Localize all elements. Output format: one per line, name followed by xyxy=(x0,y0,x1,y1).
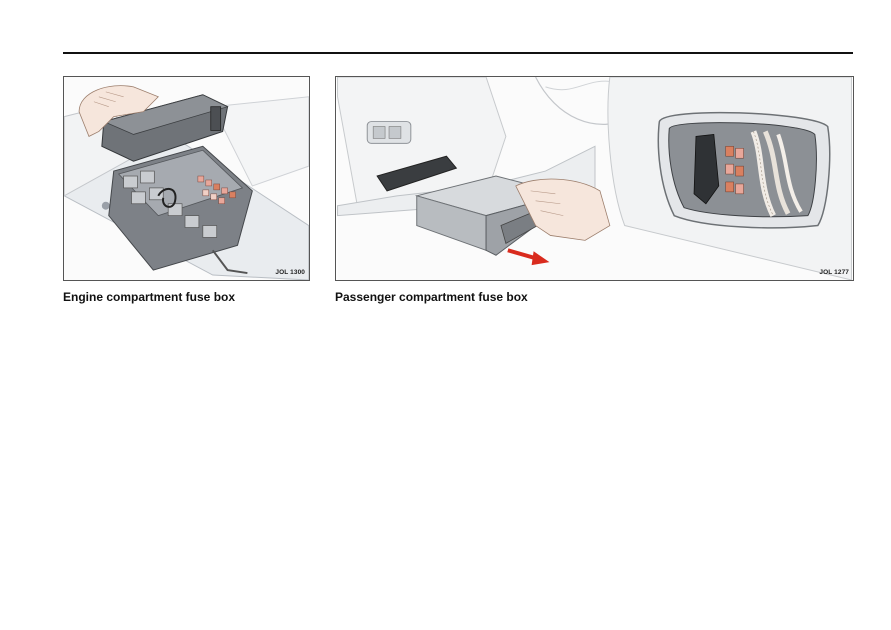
fuse-box xyxy=(108,145,253,275)
figure-caption: Engine compartment fuse box xyxy=(63,290,236,304)
bolt-hole xyxy=(101,201,110,210)
pull-direction-arrow xyxy=(507,248,550,266)
figure-caption: Passenger compartment fuse box xyxy=(335,290,528,304)
passenger-fusebox-illustration: JOL 1277 xyxy=(335,76,854,281)
figure-code: JOL 1300 xyxy=(275,269,305,276)
engine-fusebox-illustration: JOL 1300 xyxy=(63,76,310,281)
header-rule xyxy=(63,52,853,54)
hand-illustration xyxy=(515,178,611,241)
hand-illustration xyxy=(78,85,159,137)
fuse-box-cover xyxy=(101,94,229,162)
fusebox-opening xyxy=(607,77,852,280)
engine-fusebox-drawing xyxy=(64,77,309,280)
figure-code: JOL 1277 xyxy=(819,269,849,276)
passenger-fusebox-drawing xyxy=(337,77,852,280)
